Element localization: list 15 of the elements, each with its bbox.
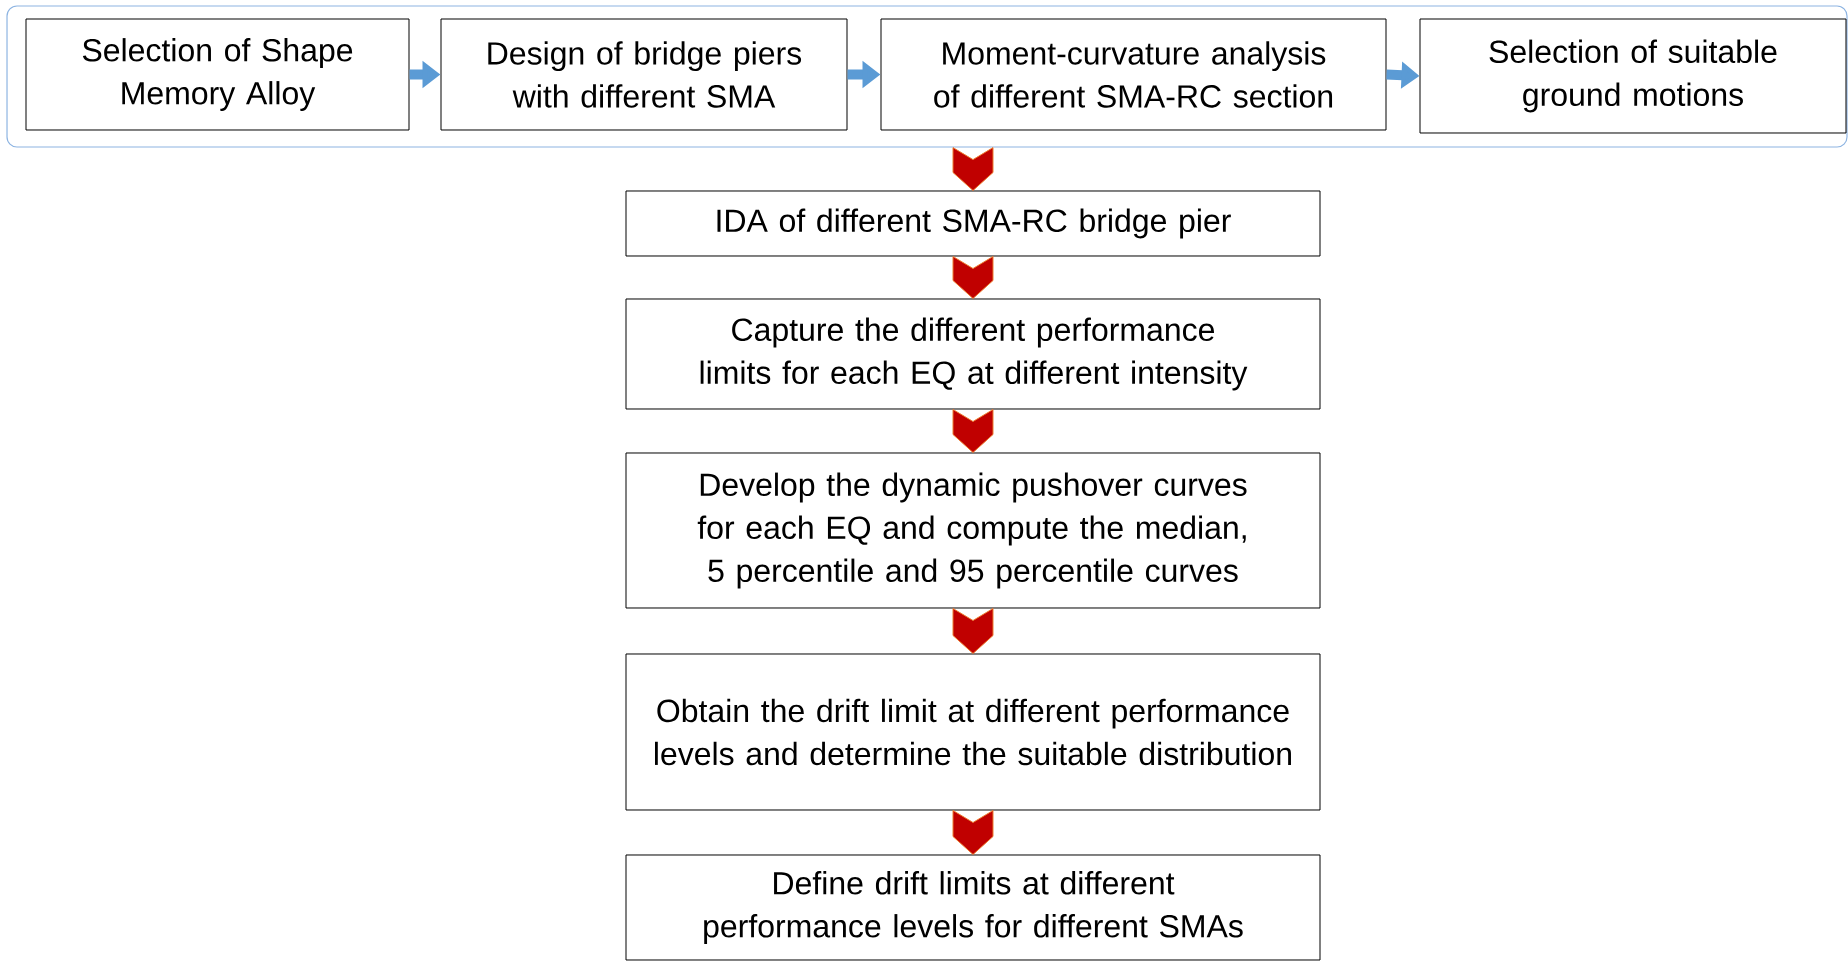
- process-box: Selection of suitable ground motions: [1419, 18, 1847, 134]
- process-box: Design of bridge piers with different SMA: [440, 18, 848, 131]
- process-box: Obtain the drift limit at different performance levels and determine the suitable distribution: [625, 653, 1321, 811]
- process-box: Moment-curvature analysis of different SMA-RC section: [880, 18, 1387, 131]
- chevron-arrow: [952, 256, 994, 299]
- chevron-arrow: [952, 409, 994, 453]
- process-box: Develop the dynamic pushover curves for each EQ and compute the median, 5 percentile and 95 percentile curves: [625, 452, 1321, 609]
- process-box: Define drift limits at different performance levels for different SMAs: [625, 854, 1321, 961]
- chevron-arrow: [952, 147, 994, 191]
- process-box: Selection of Shape Memory Alloy: [25, 18, 410, 131]
- process-box: IDA of different SMA-RC bridge pier: [625, 190, 1321, 257]
- chevron-arrow: [952, 608, 994, 654]
- process-box: Capture the different performance limits for each EQ at different intensity: [625, 298, 1321, 410]
- group-frame: [6, 5, 1848, 148]
- chevron-arrow: [952, 810, 994, 855]
